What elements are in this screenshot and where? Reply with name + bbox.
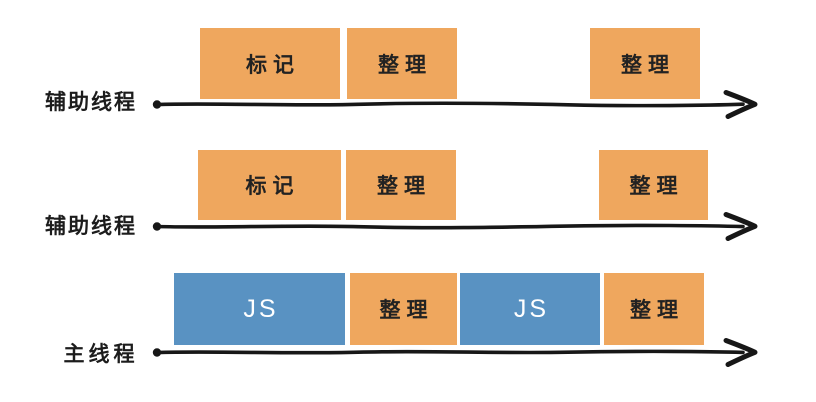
row-label-helper-thread-2: 辅助线程 (45, 215, 137, 238)
timeline-arrow-1 (152, 90, 758, 119)
task-block-compact: 整理 (346, 150, 456, 220)
task-block-mark: 标记 (198, 150, 341, 220)
arrow-head-icon (723, 90, 758, 119)
row-label-main-thread: 主线程 (63, 343, 139, 366)
arrow-head-icon (723, 338, 758, 367)
task-block-compact: 整理 (350, 273, 457, 345)
arrow-head-icon (723, 212, 758, 241)
task-block-compact: 整理 (604, 273, 704, 345)
js-block: JS (460, 273, 600, 345)
arrow-shaft (155, 349, 745, 355)
task-block-mark: 标记 (200, 28, 340, 99)
task-block-compact: 整理 (590, 28, 700, 99)
task-block-compact: 整理 (599, 150, 708, 220)
task-block-compact: 整理 (347, 28, 457, 99)
row-label-helper-thread-1: 辅助线程 (45, 91, 137, 114)
timeline-arrow-2 (152, 212, 758, 241)
js-block: JS (174, 273, 345, 345)
timeline-arrow-3 (152, 338, 758, 367)
arrow-shaft (155, 101, 745, 108)
arrow-shaft (155, 223, 745, 230)
